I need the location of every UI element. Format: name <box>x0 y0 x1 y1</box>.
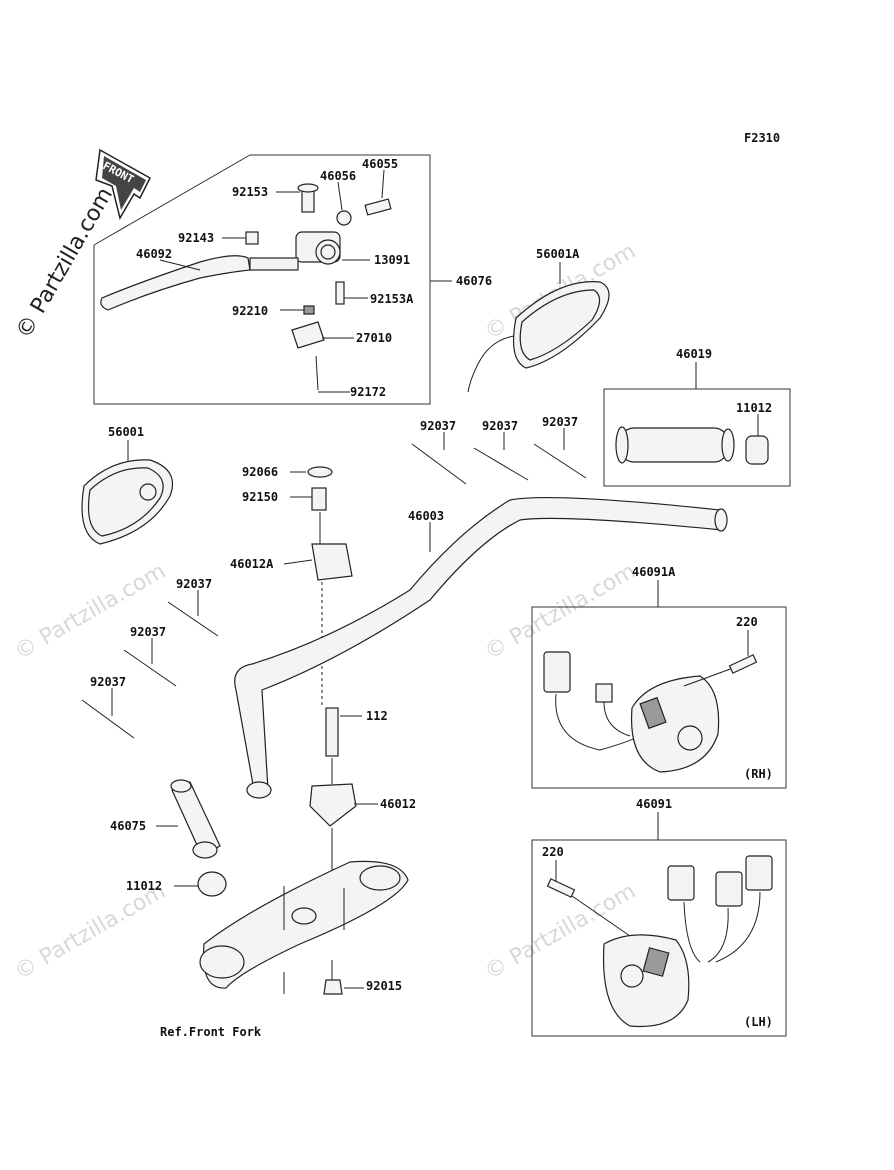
part-label-92037-upper-a: 92037 <box>420 419 456 433</box>
part-label-92153a: 92153A <box>370 292 414 306</box>
part-label-46091a: 46091A <box>632 565 676 579</box>
part-label-46092: 46092 <box>136 247 172 261</box>
part-label-92066: 92066 <box>242 465 278 479</box>
lh-label: (LH) <box>744 1015 773 1029</box>
part-label-92172: 92172 <box>350 385 386 399</box>
lever-small-parts <box>245 183 392 391</box>
part-label-92143: 92143 <box>178 231 214 245</box>
part-label-46056: 46056 <box>320 169 356 183</box>
part-label-46075: 46075 <box>110 819 146 833</box>
part-label-46055: 46055 <box>362 157 398 171</box>
part-label-92037-left-b: 92037 <box>130 625 166 639</box>
part-label-56001: 56001 <box>108 425 144 439</box>
center-clamp-parts <box>307 466 357 870</box>
part-label-46076: 46076 <box>456 274 492 288</box>
part-label-13091: 13091 <box>374 253 410 267</box>
handlebar <box>234 496 728 799</box>
part-label-92015: 92015 <box>366 979 402 993</box>
part-label-27010: 27010 <box>356 331 392 345</box>
part-label-46012a: 46012A <box>230 557 274 571</box>
front-fork-guides <box>283 886 364 995</box>
part-label-46012: 46012 <box>380 797 416 811</box>
front-arrow-icon: FRONT <box>95 148 151 220</box>
part-label-220-lower: 220 <box>542 845 564 859</box>
part-label-92037-upper-b: 92037 <box>482 419 518 433</box>
part-label-56001a: 56001A <box>536 247 580 261</box>
switch-box-rh <box>531 606 787 789</box>
clutch-lever <box>100 231 341 311</box>
part-label-92150: 92150 <box>242 490 278 504</box>
switch-lh <box>546 855 773 1028</box>
rh-label: (RH) <box>744 767 773 781</box>
part-label-92210: 92210 <box>232 304 268 318</box>
center-leaders <box>283 471 378 805</box>
lever-assembly-box <box>93 154 431 405</box>
left-grip <box>170 779 227 897</box>
part-label-46091: 46091 <box>636 797 672 811</box>
watermark: © Partzilla.com <box>11 559 171 666</box>
part-label-46019: 46019 <box>676 347 712 361</box>
copyright-notice: © Partzilla.com <box>12 183 119 343</box>
watermark: © Partzilla.com <box>481 559 641 666</box>
part-label-112: 112 <box>366 709 388 723</box>
part-label-92037-upper-c: 92037 <box>542 415 578 429</box>
ref-front-fork: Ref.Front Fork <box>160 1025 262 1039</box>
part-label-92037-left-c: 92037 <box>90 675 126 689</box>
left-mirror <box>81 459 174 545</box>
watermark: © Partzilla.com <box>11 879 171 986</box>
top-clamp <box>199 860 409 989</box>
part-label-220-upper: 220 <box>736 615 758 629</box>
part-label-46003: 46003 <box>408 509 444 523</box>
grip-box <box>603 388 791 487</box>
switch-rh <box>543 651 758 773</box>
lever-leaders <box>159 169 452 393</box>
part-label-11012-lower: 11012 <box>126 879 162 893</box>
right-grip <box>615 426 769 465</box>
left-rods <box>81 590 219 739</box>
right-mirror <box>467 281 610 393</box>
part-label-92153: 92153 <box>232 185 268 199</box>
part-label-11012-upper: 11012 <box>736 401 772 415</box>
switch-box-lh <box>531 839 787 1037</box>
part-label-92037-left-a: 92037 <box>176 577 212 591</box>
figure-code: F2310 <box>744 131 780 145</box>
upper-rods <box>411 428 587 485</box>
